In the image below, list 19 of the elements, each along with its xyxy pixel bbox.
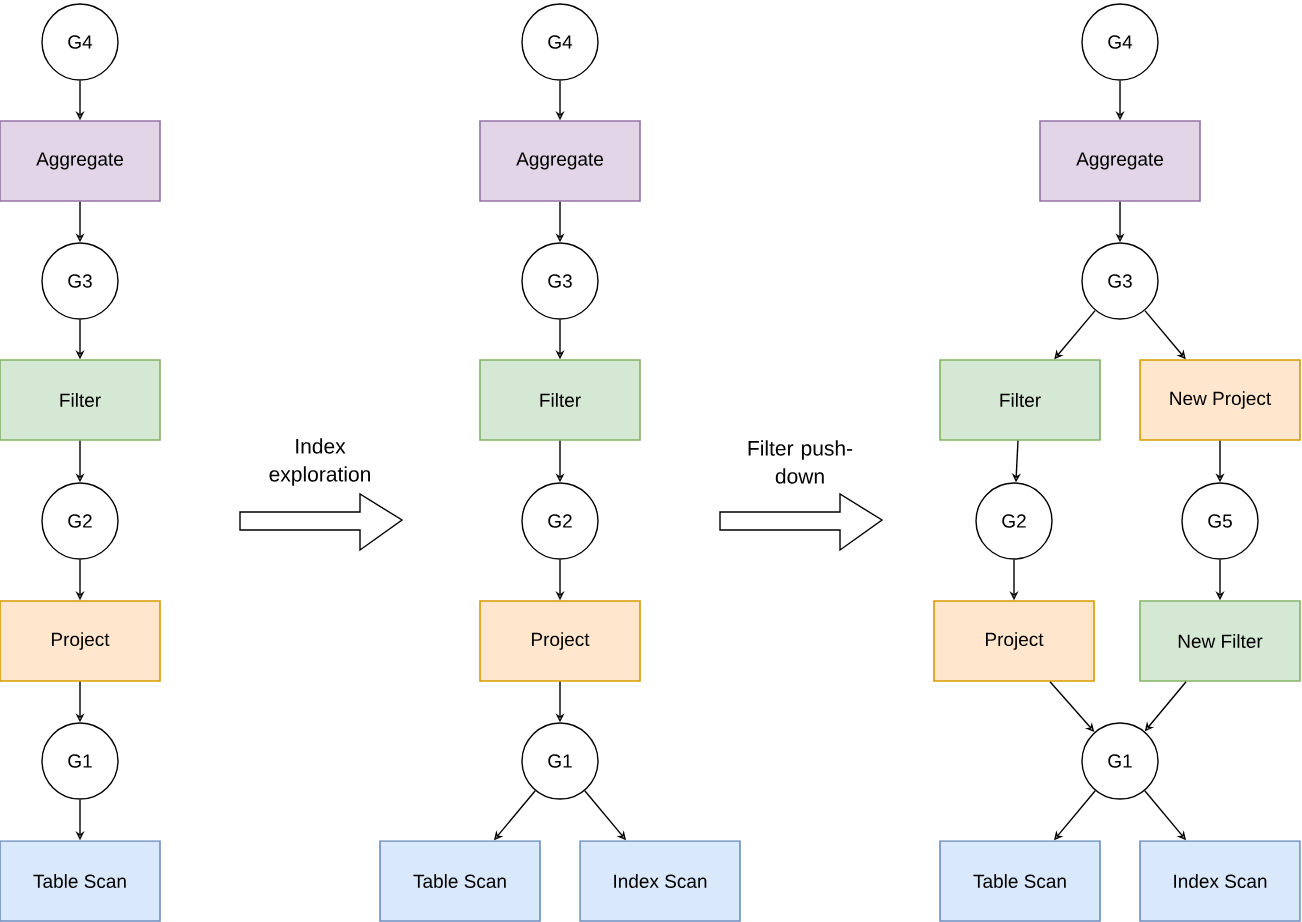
arrow xyxy=(1049,681,1095,732)
step-label: Filter push-down xyxy=(748,440,853,484)
process-box: Table Scan xyxy=(0,840,161,922)
process-box: Index Scan xyxy=(579,840,741,922)
process-box: Filter xyxy=(939,359,1101,441)
process-box: New Project xyxy=(1139,359,1301,441)
process-box: Project xyxy=(933,600,1095,682)
process-box: Table Scan xyxy=(379,840,541,922)
process-box: Filter xyxy=(0,359,161,441)
process-box: Aggregate xyxy=(0,120,161,202)
process-box: Project xyxy=(479,600,641,682)
process-box: Project xyxy=(0,600,161,682)
process-box: Index Scan xyxy=(1139,840,1301,922)
process-box: Aggregate xyxy=(1039,120,1201,202)
step-label: Index exploration xyxy=(269,438,370,486)
process-box: New Filter xyxy=(1139,600,1301,682)
process-box: Aggregate xyxy=(479,120,641,202)
process-box: Table Scan xyxy=(939,840,1101,922)
process-box: Filter xyxy=(479,359,641,441)
